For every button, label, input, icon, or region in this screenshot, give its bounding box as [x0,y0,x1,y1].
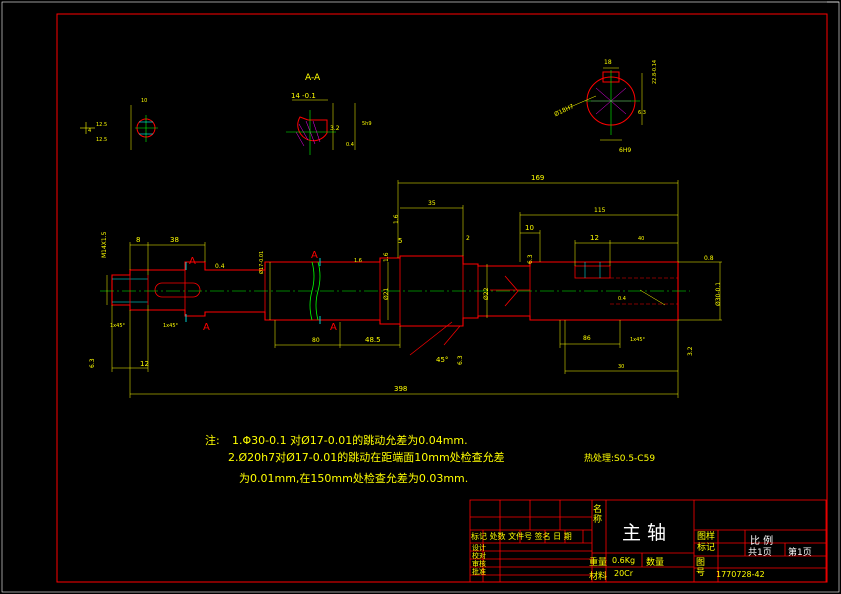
left-sec-dim-h: 10 [141,98,147,104]
dim-115: 115 [594,207,606,214]
dim-total-length: 398 [394,385,407,393]
dim-40: 40 [638,236,644,242]
dim-2: 2 [466,235,470,242]
dim-chamfer-left: 1x45° [110,323,126,329]
left-section-view [80,105,158,150]
dim-0-4-b: 0.4 [618,296,626,302]
right-sec-dim-top: 18 [604,59,612,66]
dim-dia-22: Ø22 [483,287,490,300]
notes-line-3: 为0.01mm,在150mm处检查允差为0.03mm. [239,472,469,485]
dim-12-left: 12 [140,360,149,368]
title-qty-label: 数量 [646,558,665,568]
dim-169: 169 [531,174,544,182]
dim-30: 30 [618,364,624,370]
main-shaft [100,255,690,356]
drawing-frame [56,13,828,583]
title-role-approve: 批准 [472,568,486,576]
title-label-name: 名称 [593,505,603,525]
title-revision-header: 标记 处数 文件号 签名 日 期 [471,532,572,541]
dim-dia-17: Ø17-0.01 [258,251,265,274]
left-sec-dim-b: 12.5 [96,137,107,143]
dim-86: 86 [583,335,591,342]
dim-chamfer-left-b: 1x45° [163,323,179,329]
title-role-review: 审核 [472,560,486,568]
dim-3-2: 3.2 [687,346,694,356]
title-sheet-index: 第1页 [788,548,812,558]
dim-38: 38 [170,236,179,244]
dim-6-3-b: 6.3 [527,254,534,264]
title-role-check: 校对 [472,552,486,560]
aa-dim-ra: 5h9 [362,121,372,127]
title-mass-value: 0.6Kg [612,556,636,565]
title-stage-label: 图样标记 [697,532,716,553]
dimension-lines [106,180,722,398]
title-mass-label: 重量 [589,558,608,568]
section-aa-view [286,99,356,155]
section-marker-mid: A [311,250,318,261]
dim-80: 80 [312,337,320,344]
dim-1-6-c: 1.6 [383,252,390,262]
section-marker-left: A [189,256,196,267]
section-marker-mid-lower: A [330,322,337,333]
dim-chamfer-right: 1x45° [630,337,646,343]
dim-thread: M14X1.5 [101,231,108,258]
section-marker-left-lower: A [203,322,210,333]
dim-0-8: 0.8 [704,255,714,262]
dim-35: 35 [428,200,436,207]
title-drawing-no-value: 1770728-42 [716,570,765,579]
dim-dia-30: Ø30-0.1 [715,282,722,306]
right-sec-dim-dia: Ø18H7 [553,103,575,118]
dim-dia-21: Ø21 [383,287,390,300]
right-sec-dim-side: 22.8-0.14 [652,60,658,84]
title-block [469,499,827,583]
dim-1-6-a: 1.6 [393,214,400,224]
left-sec-dim-4: 4 [88,128,91,134]
dim-6-3-left: 6.3 [89,358,96,368]
title-role-design: 设计 [472,544,486,552]
section-aa-title: A-A [305,73,321,83]
notes-heat-treatment: 热处理:S0.5-C59 [584,454,656,464]
notes-line-2: 2.Ø20h7对Ø17-0.01的跳动在距端面10mm处检查允差 [228,451,505,464]
dim-48-5: 48.5 [365,336,381,344]
title-part-name: 主 轴 [622,522,667,544]
title-sheets-total: 共1页 [748,548,772,558]
dim-6-3-mid: 6.3 [457,355,464,365]
dim-5: 5 [398,237,402,245]
right-sec-dim-r: 6.3 [638,110,646,116]
dim-10: 10 [525,224,534,232]
notes-line-1: 1.Φ30-0.1 对Ø17-0.01的跳动允差为0.04mm. [232,434,468,447]
dim-12-right: 12 [590,234,599,242]
title-material-label: 材料 [589,572,608,582]
dim-1-6-b: 1.6 [354,258,362,264]
aa-dim-small: 0.4 [346,142,354,148]
right-sec-dim-key: 6H9 [619,147,631,154]
title-material-value: 20Cr [614,569,634,578]
title-drawing-no-label: 图号 [696,558,706,578]
dim-8: 8 [136,236,140,244]
dim-angle-45: 45° [436,356,448,364]
title-scale-label: 比 例 [750,536,774,547]
right-section-view [567,67,643,141]
aa-dim-depth: 3.2 [330,125,340,132]
aa-dim-width: 14 -0.1 [291,92,316,100]
left-sec-dim-w: 12.5 [96,122,107,128]
notes-prefix: 注: [205,434,220,447]
dim-0-4-a: 0.4 [215,263,225,270]
